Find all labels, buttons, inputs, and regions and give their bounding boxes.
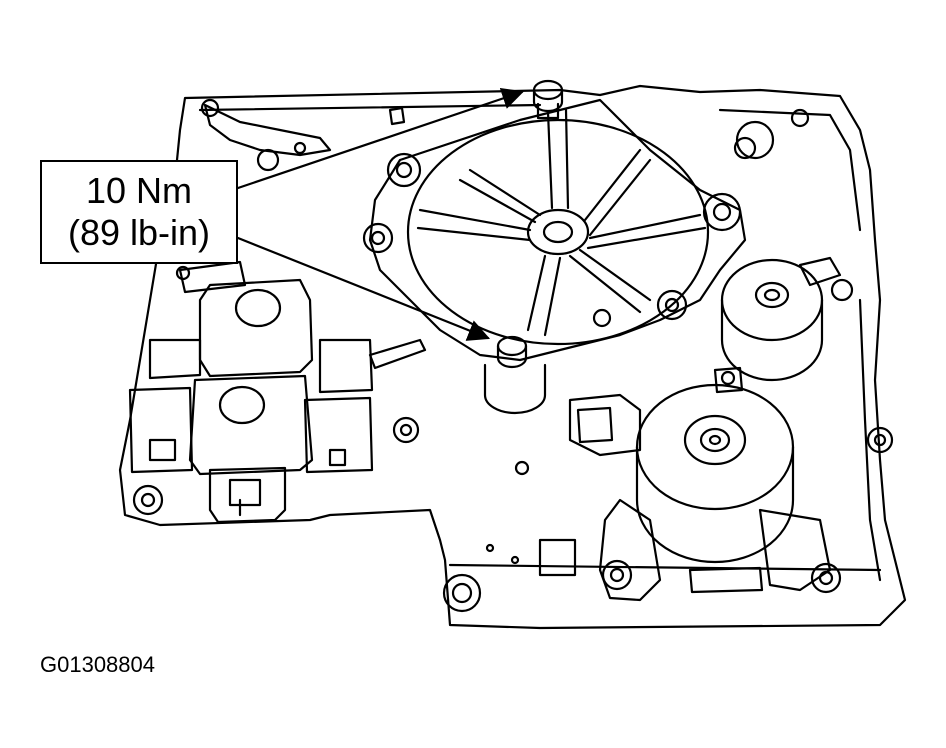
left-solenoid-assembly: [128, 223, 427, 524]
figure-id-label: G01308804: [40, 652, 155, 677]
leader-line-top: [236, 87, 525, 190]
torque-lbin-label: (89 lb-in): [67, 212, 211, 253]
right-upper-solenoid: [713, 256, 854, 394]
torque-callout-box: 10 Nm (89 lb-in): [40, 160, 238, 264]
leader-line-bottom: [236, 236, 491, 341]
right-lower-solenoid: [568, 383, 894, 602]
detent-bracket: [203, 103, 332, 157]
bolt-top: [532, 79, 564, 120]
bolt-bottom: [483, 335, 547, 415]
torque-nm-label: 10 Nm: [85, 170, 193, 211]
accumulator-cover: [362, 98, 747, 362]
